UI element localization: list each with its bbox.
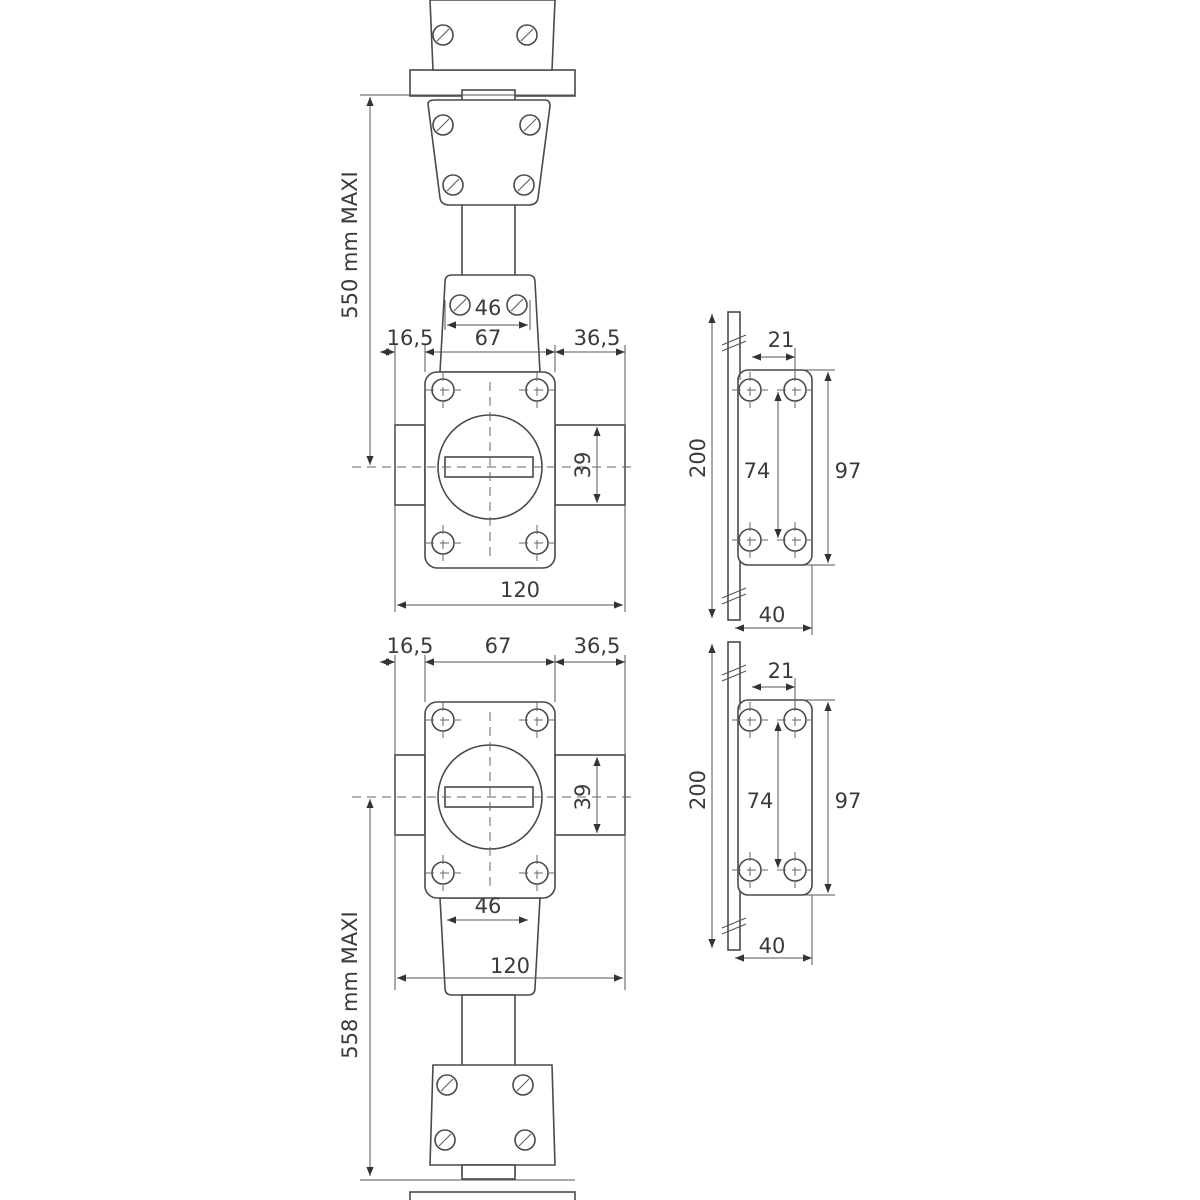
upper-rod-length-label: 550 mm MAXI bbox=[338, 171, 362, 318]
lower-strike-box-width-label: 40 bbox=[759, 934, 786, 958]
lower-body-width-label: 67 bbox=[485, 634, 512, 658]
lower-break-mark bbox=[721, 917, 747, 929]
bottom-guide-screw-slot bbox=[516, 1078, 530, 1092]
top-keeper bbox=[429, 0, 556, 71]
upper-strike-box-height-label: 97 bbox=[835, 459, 862, 483]
upper-right-offset-label: 36,5 bbox=[574, 326, 621, 350]
upper-left-bolt bbox=[394, 424, 426, 506]
bottom-keeper-neck bbox=[461, 1164, 516, 1180]
bottom-guide-screw-slot bbox=[438, 1133, 452, 1147]
lower-strike-h-spacing-label: 21 bbox=[768, 659, 795, 683]
upper-bolt-height-label: 39 bbox=[571, 452, 595, 479]
lower-left-bolt bbox=[394, 754, 426, 836]
shapes-layer bbox=[352, 0, 835, 1200]
bottom-guide-screw-slot bbox=[518, 1133, 532, 1147]
top-keeper-screw-slot bbox=[436, 28, 450, 42]
upper-left-offset-label: 16,5 bbox=[387, 326, 434, 350]
lower-strike-box-height-label: 97 bbox=[835, 789, 862, 813]
top-keeper-screw-slot bbox=[520, 28, 534, 42]
guide-screw-slot bbox=[446, 178, 460, 192]
lower-right-bolt bbox=[554, 754, 626, 836]
upper-break-mark bbox=[721, 340, 747, 352]
bottom-guide-screw-slot bbox=[440, 1078, 454, 1092]
lower-break-mark bbox=[721, 670, 747, 682]
guide-screw-slot bbox=[453, 298, 467, 312]
upper-body-width-label: 67 bbox=[475, 326, 502, 350]
upper-right-bolt bbox=[554, 424, 626, 506]
guide-screw-slot bbox=[510, 298, 524, 312]
lower-rod-length-label: 558 mm MAXI bbox=[338, 911, 362, 1058]
upper-total-width-label: 120 bbox=[500, 578, 540, 602]
lower-bolt-height-label: 39 bbox=[571, 784, 595, 811]
upper-strike-length-label: 200 bbox=[686, 438, 710, 478]
guide-screw-slot bbox=[436, 118, 450, 132]
lower-left-offset-label: 16,5 bbox=[387, 634, 434, 658]
upper-break-mark bbox=[721, 334, 747, 346]
guide-screw-slot bbox=[523, 118, 537, 132]
lower-guide-spacing-label: 46 bbox=[475, 894, 502, 918]
upper-guide-spacing-label: 46 bbox=[475, 296, 502, 320]
upper-lock-guide bbox=[439, 274, 541, 373]
upper-strike-h-spacing-label: 21 bbox=[768, 328, 795, 352]
lower-strike-v-spacing-label: 74 bbox=[747, 789, 774, 813]
lower-strike-length-label: 200 bbox=[686, 770, 710, 810]
lower-right-offset-label: 36,5 bbox=[574, 634, 621, 658]
upper-break-mark bbox=[721, 587, 747, 599]
upper-break-mark bbox=[721, 593, 747, 605]
dimensions-layer bbox=[366, 97, 832, 1176]
lower-total-width-label: 120 bbox=[490, 954, 530, 978]
upper-strike-box-width-label: 40 bbox=[759, 603, 786, 627]
lower-break-mark bbox=[721, 664, 747, 676]
lower-break-mark bbox=[721, 923, 747, 935]
upper-strike-v-spacing-label: 74 bbox=[744, 459, 771, 483]
bottom-keeper-base bbox=[409, 1191, 576, 1200]
guide-screw-slot bbox=[517, 178, 531, 192]
